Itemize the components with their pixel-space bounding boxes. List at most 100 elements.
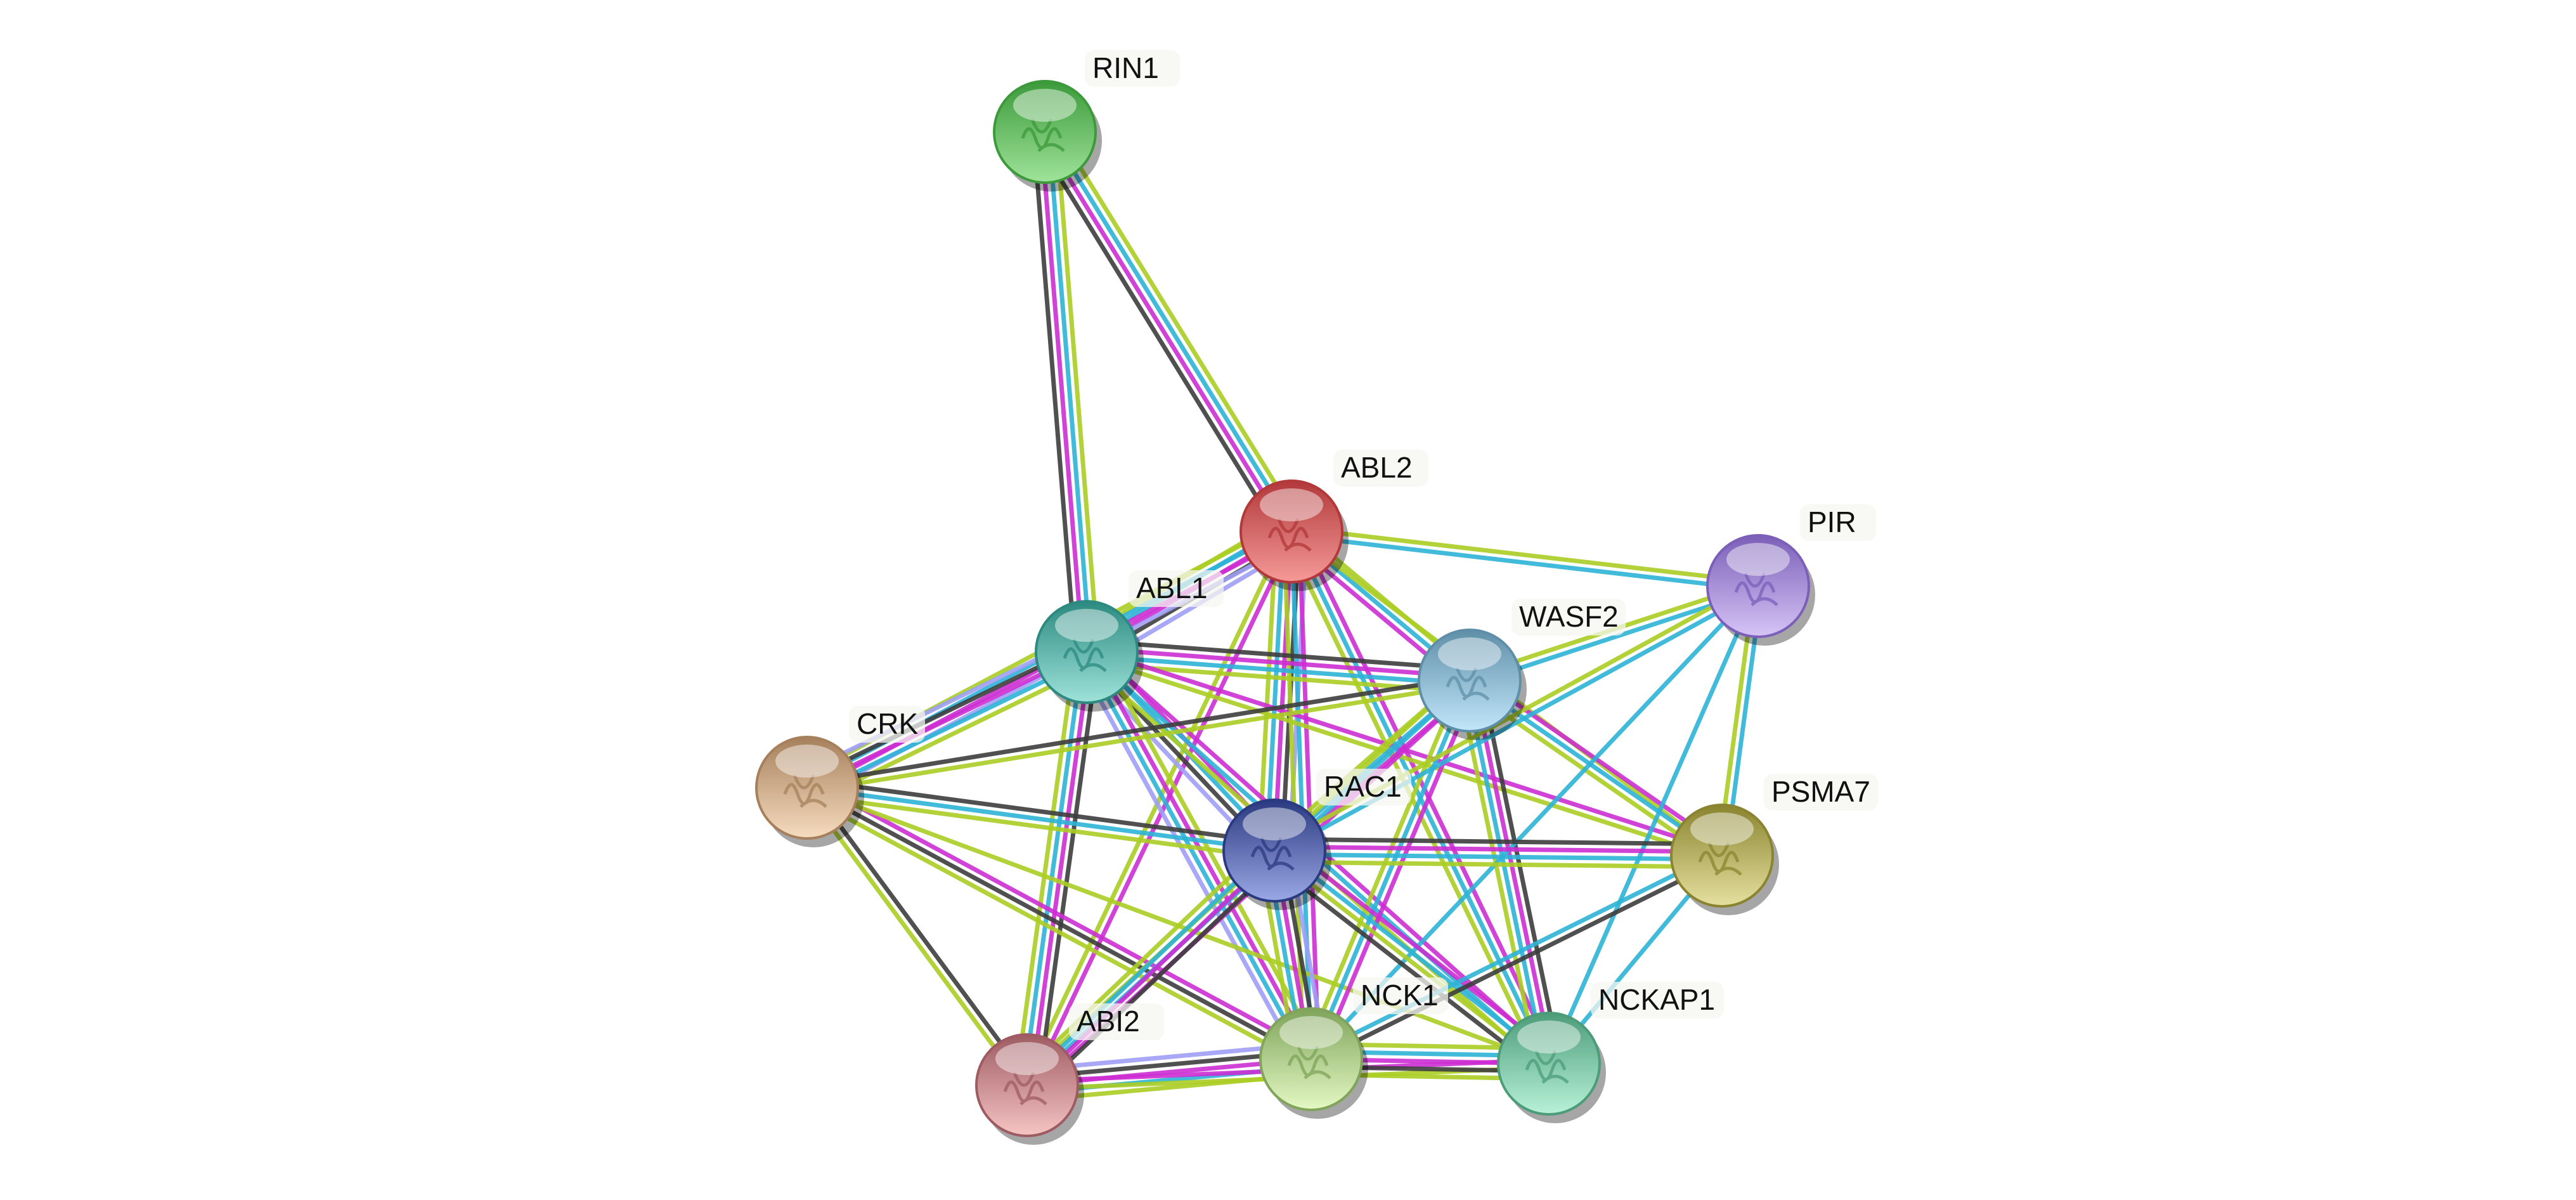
- node-highlight: [1055, 609, 1118, 642]
- evidence-line: [806, 674, 1470, 786]
- node-highlight: [1726, 543, 1790, 576]
- node-label: PSMA7: [1771, 775, 1870, 808]
- evidence-line: [810, 779, 1316, 1055]
- evidence-line: [1018, 840, 1269, 1079]
- protein-structure-icon: [1003, 1072, 1047, 1105]
- protein-structure-icon: [1698, 842, 1742, 876]
- node-abi2[interactable]: ABI2: [975, 1003, 1164, 1145]
- evidence-line: [1087, 638, 1471, 672]
- evidence-line: [1039, 132, 1085, 653]
- node-label: RAC1: [1324, 770, 1402, 803]
- evidence-line: [1274, 837, 1723, 847]
- evidence-line: [1013, 650, 1078, 1085]
- evidence-line: [1033, 857, 1284, 1095]
- evidence-line: [1274, 859, 1722, 870]
- evidence-line: [1275, 587, 1761, 856]
- protein-structure-icon: [783, 774, 827, 808]
- evidence-line: [1272, 531, 1294, 851]
- node-label: NCKAP1: [1598, 983, 1715, 1016]
- node-nck1[interactable]: NCK1: [1259, 977, 1448, 1119]
- evidence-line: [1046, 131, 1093, 652]
- edge-crk-wasf2[interactable]: [806, 674, 1471, 794]
- node-label-background: [1069, 1003, 1164, 1040]
- edge-rac1-psma7[interactable]: [1274, 837, 1723, 870]
- protein-structure-icon: [1250, 837, 1295, 871]
- evidence-line: [1302, 677, 1465, 1057]
- node-crk[interactable]: CRK: [755, 706, 925, 847]
- evidence-line: [1085, 653, 1722, 862]
- evidence-line: [807, 682, 1471, 794]
- node-wasf2[interactable]: WASF2: [1418, 599, 1626, 740]
- protein-structure-icon: [1734, 573, 1778, 606]
- protein-structure-icon: [1021, 119, 1065, 152]
- evidence-line: [799, 636, 1082, 776]
- evidence-line: [1471, 679, 1555, 1064]
- evidence-line: [1088, 649, 1317, 1059]
- evidence-line: [1289, 531, 1314, 1060]
- node-highlight: [1279, 1016, 1343, 1049]
- evidence-line: [809, 656, 1091, 797]
- edge-rin1-abl2[interactable]: [1033, 124, 1304, 539]
- node-rin1[interactable]: RIN1: [993, 50, 1180, 192]
- evidence-line: [1033, 136, 1284, 539]
- evidence-line: [1279, 840, 1558, 1057]
- node-nckap1[interactable]: NCKAP1: [1497, 982, 1724, 1123]
- evidence-line: [1023, 846, 1274, 1085]
- edge-crk-abi2[interactable]: [802, 784, 1032, 1089]
- node-psma7[interactable]: PSMA7: [1670, 774, 1878, 915]
- edge-rac1-nckap1[interactable]: [1265, 840, 1558, 1074]
- evidence-line: [1028, 652, 1093, 1086]
- node-highlight: [775, 745, 839, 778]
- evidence-line: [1316, 682, 1479, 1063]
- evidence-line: [1086, 653, 1470, 687]
- node-highlight: [1260, 488, 1323, 521]
- edge-crk-rac1[interactable]: [805, 778, 1276, 861]
- edge-abl1-abi2[interactable]: [1013, 650, 1101, 1087]
- node-highlight: [1013, 89, 1077, 122]
- node-pir[interactable]: PIR: [1706, 504, 1876, 646]
- node-label: PIR: [1808, 505, 1856, 538]
- evidence-line: [1274, 844, 1723, 854]
- edge-psma7-nck1[interactable]: [1308, 850, 1725, 1065]
- edge-wasf2-nck1[interactable]: [1302, 677, 1479, 1063]
- evidence-line: [802, 792, 1309, 1068]
- node-highlight: [1438, 637, 1501, 670]
- evidence-line: [1054, 131, 1101, 651]
- evidence-line: [802, 788, 1026, 1089]
- node-abl1[interactable]: ABL1: [1035, 570, 1224, 712]
- evidence-line: [1046, 129, 1297, 531]
- node-abl2[interactable]: ABL2: [1239, 450, 1428, 591]
- protein-structure-icon: [1267, 518, 1312, 552]
- evidence-line: [1036, 653, 1101, 1087]
- evidence-line: [805, 793, 1274, 861]
- edge-crk-nck1[interactable]: [802, 779, 1316, 1068]
- evidence-line: [1275, 845, 1553, 1063]
- node-label-background: [849, 706, 925, 743]
- evidence-line: [1021, 651, 1085, 1085]
- evidence-line: [1028, 851, 1279, 1090]
- node-label-background: [1800, 504, 1876, 541]
- evidence-line: [1039, 133, 1290, 535]
- node-label-background: [1764, 774, 1878, 811]
- evidence-line: [1031, 133, 1078, 653]
- evidence-line: [1296, 527, 1558, 1062]
- edge-rin1-abl1[interactable]: [1031, 131, 1101, 653]
- evidence-line: [1290, 533, 1758, 592]
- edge-pir-nckap1[interactable]: [1546, 585, 1761, 1065]
- evidence-line: [806, 785, 1312, 1062]
- evidence-line: [1546, 585, 1761, 1065]
- protein-structure-icon: [1525, 1050, 1569, 1084]
- edge-rac1-abi2[interactable]: [1018, 840, 1284, 1095]
- evidence-line: [806, 785, 1275, 853]
- edge-abl2-pir[interactable]: [1290, 525, 1759, 592]
- evidence-line: [1087, 646, 1470, 679]
- evidence-line: [803, 643, 1085, 783]
- node-label-background: [1353, 977, 1448, 1014]
- evidence-line: [1479, 677, 1563, 1062]
- node-label: NCK1: [1361, 979, 1439, 1012]
- node-rac1[interactable]: RAC1: [1222, 769, 1411, 910]
- node-label: ABI2: [1077, 1005, 1140, 1038]
- node-label-background: [1511, 599, 1626, 636]
